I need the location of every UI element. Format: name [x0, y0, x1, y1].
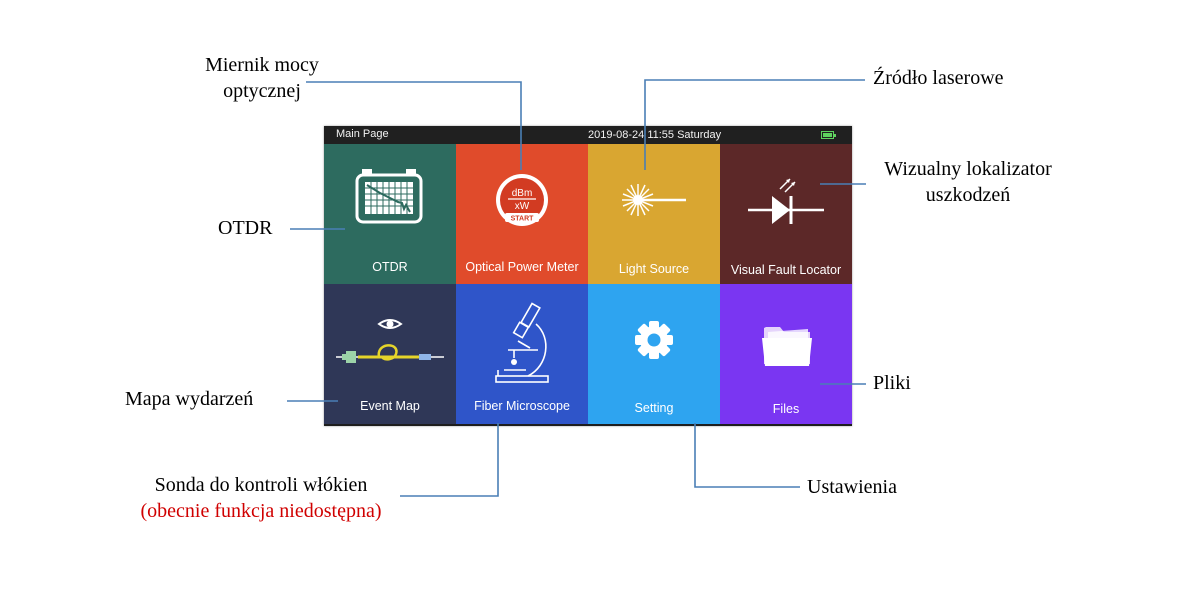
- tile-fiber-microscope[interactable]: Fiber Microscope: [456, 284, 588, 424]
- annotation-vfl: Wizualny lokalizator uszkodzeń: [884, 158, 1052, 206]
- otdr-device-icon: [355, 169, 423, 224]
- tile-files[interactable]: Files: [720, 284, 852, 424]
- annotation-laser-source: Źródło laserowe: [873, 67, 1004, 89]
- tile-setting[interactable]: Setting: [588, 284, 720, 424]
- dbm-text: dBm: [512, 188, 533, 199]
- annotation-probe-note: (obecnie funkcja niedostępna): [140, 500, 382, 522]
- leader-laser-source: [644, 79, 865, 170]
- annotation-settings: Ustawienia: [807, 476, 897, 498]
- laser-burst-icon: [622, 184, 686, 216]
- battery-icon: [821, 131, 836, 139]
- tile-label: Setting: [634, 401, 674, 415]
- annotation-otdr: OTDR: [218, 217, 273, 239]
- device-screen: Main Page 2019-08-24 11:55 Saturday OTDR…: [324, 126, 852, 426]
- annotation-probe: Sonda do kontroli włókien (obecnie funkc…: [106, 472, 416, 524]
- datetime: 2019-08-24 11:55 Saturday: [588, 129, 722, 141]
- leader-settings: [694, 423, 800, 488]
- tile-event-map[interactable]: Event Map: [324, 284, 456, 424]
- event-map-icon: [336, 319, 444, 363]
- leader-power-meter: [306, 81, 522, 170]
- tile-label: Fiber Microscope: [474, 399, 570, 413]
- xw-text: xW: [515, 201, 530, 212]
- dbm-xw-start-icon: dBm xW START: [496, 174, 548, 226]
- tile-label: Event Map: [360, 399, 420, 413]
- tile-label: Files: [772, 402, 800, 416]
- tile-label: OTDR: [372, 260, 408, 274]
- tile-otdr[interactable]: OTDR: [324, 144, 456, 284]
- microscope-icon: [495, 302, 549, 383]
- start-text: START: [511, 216, 535, 223]
- tile-label: Light Source: [618, 262, 690, 276]
- status-bar: Main Page 2019-08-24 11:55 Saturday: [324, 126, 852, 144]
- tile-light-source[interactable]: Light Source: [588, 144, 720, 284]
- page-title: Main Page: [336, 128, 389, 140]
- tile-visual-fault-locator[interactable]: Visual Fault Locator: [720, 144, 852, 284]
- laser-diode-icon: [748, 178, 824, 224]
- tile-label: Visual Fault Locator: [730, 263, 842, 277]
- annotation-files: Pliki: [873, 372, 911, 394]
- gear-icon: [635, 321, 673, 359]
- tile-label: Optical Power Meter: [465, 260, 579, 274]
- tile-optical-power-meter[interactable]: dBm xW START Optical Power Meter: [456, 144, 588, 284]
- annotation-event-map: Mapa wydarzeń: [125, 388, 254, 410]
- annotation-power-meter: Miernik mocy optycznej: [205, 54, 319, 102]
- leader-probe: [400, 423, 499, 497]
- folder-icon: [762, 327, 812, 366]
